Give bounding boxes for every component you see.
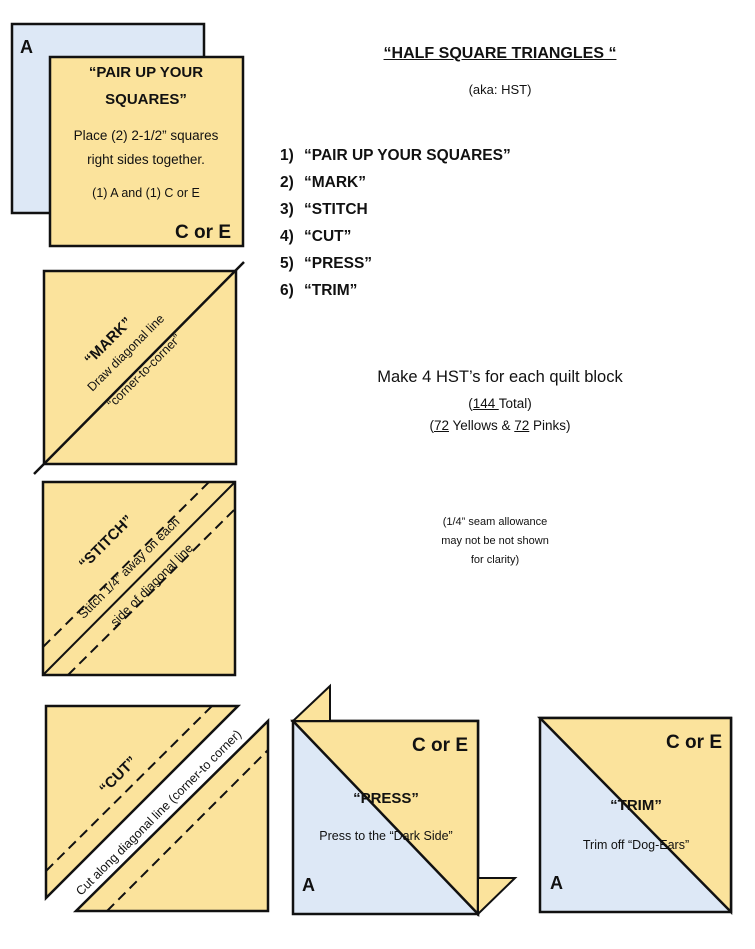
stitch-diagonal-line [42,481,236,676]
total-rest: Total) [498,396,532,411]
cut-seam-lower [106,749,269,912]
total-value: 144 [472,396,499,411]
step-item: 5) “PRESS” [280,253,511,280]
total-open: ( [468,396,473,411]
pair-desc-line2: right sides together. [87,152,205,167]
colors-open: ( [429,418,434,433]
pink-text: Pinks) [529,418,571,433]
mark-illustration: “MARK” Draw diagonal line “corner-to-cor… [33,261,245,475]
step-number: 4) [280,228,294,245]
trim-title: “TRIM” [610,797,662,814]
page-title: “HALF SQUARE TRIANGLES “ [383,45,617,62]
yellow-text: Yellows & [448,418,515,433]
front-square-letter: C or E [175,222,231,243]
press-title: “PRESS” [353,790,419,807]
step-item: 1) “PAIR UP YOUR SQUARES” [280,145,511,172]
trim-illustration: C or E “TRIM” Trim off “Dog-Ears” A [537,716,733,916]
note-line: may not be not shown [441,535,549,547]
pair-desc-line1: Place (2) 2-1/2” squares [74,128,219,143]
back-square-letter: A [20,37,33,57]
trim-yellow-half [537,716,733,916]
cut-upper-triangle [44,704,242,902]
pair-up-illustration: A “PAIR UP YOUR SQUARES” Place (2) 2-1/2… [10,22,245,248]
seam-allowance-note: (1/4” seam allowance may not be not show… [380,513,610,570]
trim-letter-bottom: A [550,873,563,893]
step-label: “CUT” [304,228,352,245]
pair-title-line1: “PAIR UP YOUR [89,64,203,81]
color-breakdown: (72 Yellows & 72 Pinks) [300,418,700,433]
stitch-seam-lower [67,508,236,676]
step-number: 1) [280,147,294,164]
step-number: 3) [280,201,294,218]
press-dog-ear-top [290,683,331,722]
mark-diagonal-line [33,261,245,475]
note-line: for clarity) [470,554,520,566]
step-item: 4) “CUT” [280,226,511,253]
cut-lower-triangle [72,718,270,913]
step-list: 1) “PAIR UP YOUR SQUARES” 2) “MARK” 3) “STI… [280,145,511,307]
step-label: “MARK” [304,174,366,191]
stitch-seam-upper [42,481,210,648]
trim-desc: Trim off “Dog-Ears” [583,838,689,852]
press-desc: Press to the “Dark Side” [319,829,452,843]
step-label: “TRIM” [304,282,358,299]
press-dog-ear-bottom [477,877,518,917]
step-number: 6) [280,282,294,299]
pair-title-line2: SQUARES” [105,91,187,108]
step-label: “STITCH [304,201,368,218]
cut-seam-upper [45,705,213,872]
press-yellow-half [290,719,480,918]
step-item: 6) “TRIM” [280,280,511,307]
step-item: 3) “STITCH [280,199,511,226]
yellow-count: 72 [433,418,449,433]
make-instruction: Make 4 HST’s for each quilt block [377,368,623,386]
pink-count: 72 [514,418,530,433]
stitch-illustration: “STITCH” Stitch 1/4” away on each side o… [41,480,237,677]
cut-illustration: “CUT” Cut along diagonal line (corner-to… [44,704,270,913]
press-illustration: C or E “PRESS” Press to the “Dark Side” … [290,683,518,918]
press-letter-bottom: A [302,875,315,895]
pair-desc-line3: (1) A and (1) C or E [92,186,200,200]
step-number: 2) [280,174,294,191]
step-label: “PAIR UP YOUR SQUARES” [304,147,511,164]
total-count: (144 Total) [300,396,700,411]
note-line: (1/4” seam allowance [442,516,548,528]
press-letter-top: C or E [412,735,468,756]
step-label: “PRESS” [304,255,373,272]
step-number: 5) [280,255,294,272]
front-square-c-or-e [48,55,245,248]
step-item: 2) “MARK” [280,172,511,199]
trim-letter-top: C or E [666,732,722,753]
page-subtitle: (aka: HST) [468,82,532,97]
